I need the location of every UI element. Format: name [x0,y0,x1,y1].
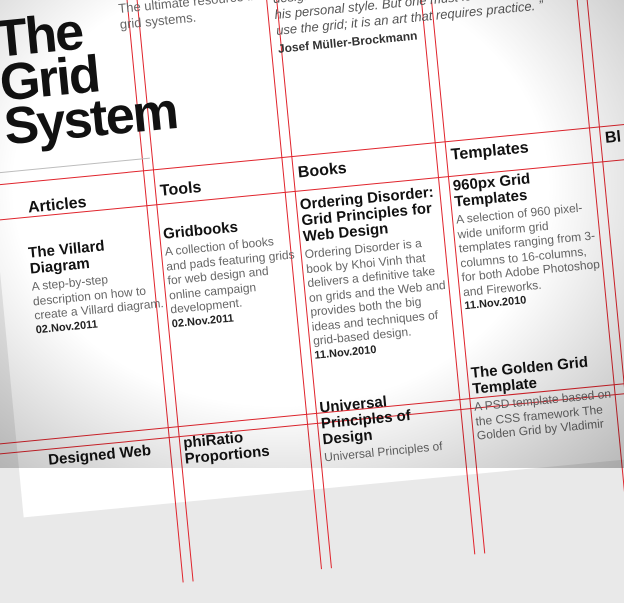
card-villard-diagram[interactable]: The Villard Diagram A step-by-step descr… [28,233,166,335]
card-phiratio[interactable]: phiRatio Proportions [182,423,316,469]
card-title[interactable]: phiRatio Proportions [182,429,271,468]
card-universal-principles[interactable]: Universal Principles of Design Universal… [319,387,465,465]
section-heading-templates[interactable]: Templates [450,139,530,164]
section-heading-books[interactable]: Books [297,159,348,182]
section-heading-fifth[interactable]: Bl [604,128,622,147]
card-ordering-disorder[interactable]: Ordering Disorder: Grid Principles for W… [299,184,454,362]
card-golden-grid-template[interactable]: The Golden Grid Template A PSD template … [470,353,617,444]
section-heading-tools[interactable]: Tools [159,178,203,200]
card-description: A collection of books and pads featuring… [164,234,296,317]
card-title[interactable]: Designed Web [47,441,152,469]
card-description: A selection of 960 pixel-wide uniform gr… [455,200,601,299]
card-designed-web[interactable]: Designed Web [47,440,179,470]
header-quote: “ The grid system is an aid, not a guara… [269,0,557,57]
logo-line: System [1,82,180,157]
site-tagline: The ultimate resource in grid systems. [117,0,258,32]
page-canvas: The Grid System The ultimate resource in… [0,0,624,583]
card-gridbooks[interactable]: Gridbooks A collection of books and pads… [162,214,301,330]
section-heading-articles[interactable]: Articles [27,193,88,217]
card-960px-grid-templates[interactable]: 960px Grid Templates A selection of 960 … [452,165,604,312]
card-description: Ordering Disorder is a book by Khoi Vinh… [304,236,447,348]
